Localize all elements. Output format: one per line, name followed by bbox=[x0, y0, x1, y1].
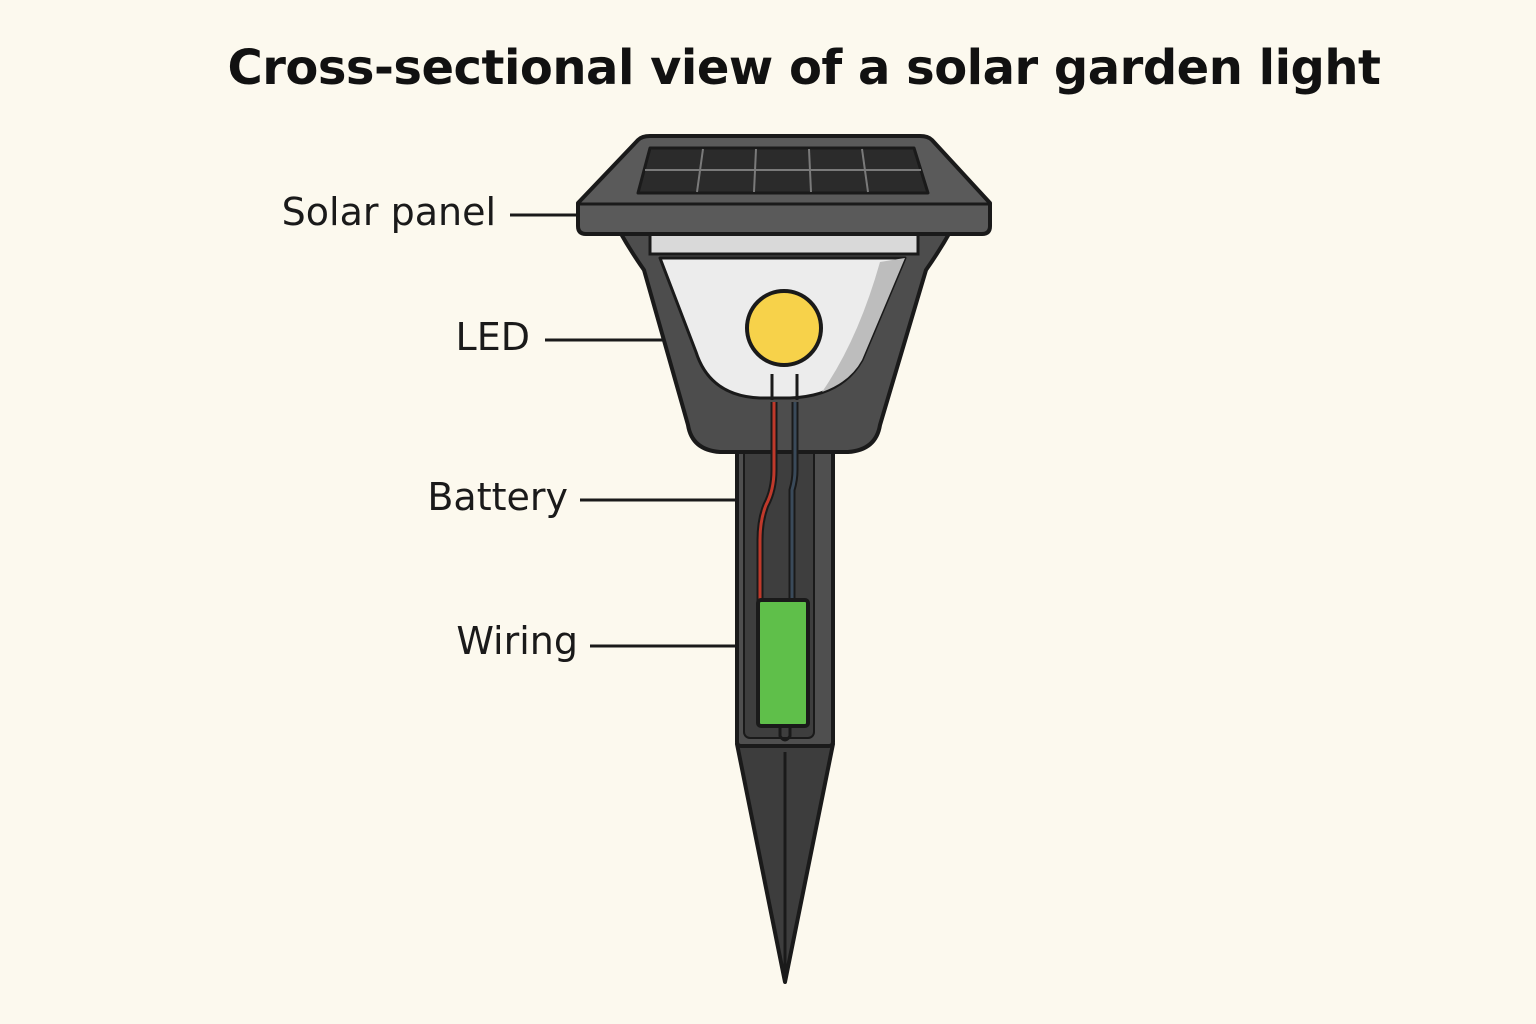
wire-negative-core bbox=[790, 402, 797, 602]
label-wiring: Wiring bbox=[456, 619, 578, 663]
battery-cell bbox=[756, 598, 810, 728]
led-bulb bbox=[745, 289, 823, 367]
diffuser-shadow bbox=[822, 258, 905, 392]
label-solar-panel: Solar panel bbox=[281, 190, 496, 234]
wire-positive-core bbox=[758, 402, 776, 602]
label-led: LED bbox=[455, 315, 530, 359]
solar-cells bbox=[636, 146, 930, 195]
diagram-title: Cross-sectional view of a solar garden l… bbox=[227, 40, 1381, 96]
label-battery: Battery bbox=[427, 475, 568, 519]
battery-terminal bbox=[778, 726, 792, 742]
